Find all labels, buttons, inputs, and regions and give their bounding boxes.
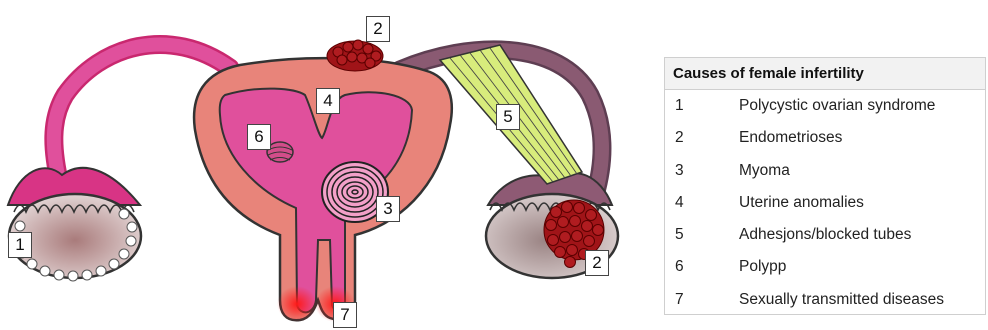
callout-2-ovary: 2: [585, 250, 609, 276]
cervical-infection: [277, 286, 317, 322]
legend-number: 1: [665, 90, 739, 122]
endometriosis-top: [327, 40, 383, 71]
uterus-diagram: [0, 0, 660, 330]
legend-number: 4: [665, 187, 739, 219]
callout-4: 4: [316, 88, 340, 114]
callout-5: 5: [496, 104, 520, 130]
legend-label: Uterine anomalies: [739, 194, 864, 211]
callout-2-top: 2: [366, 16, 390, 42]
legend-title: Causes of female infertility: [665, 58, 985, 90]
legend-label: Polypp: [739, 258, 786, 275]
legend-number: 3: [665, 155, 739, 187]
callout-6: 6: [247, 124, 271, 150]
legend-label: Adhesjons/blocked tubes: [739, 226, 911, 243]
legend-number: 5: [665, 219, 739, 251]
callout-1: 1: [8, 232, 32, 258]
legend-label: Sexually transmitted diseases: [739, 291, 944, 308]
legend-label: Polycystic ovarian syndrome: [739, 97, 935, 114]
legend-number: 6: [665, 251, 739, 283]
legend-label: Endometrioses: [739, 129, 842, 146]
legend-number: 7: [665, 284, 739, 316]
legend-number: 2: [665, 122, 739, 154]
callout-7: 7: [333, 302, 357, 328]
legend-label: Myoma: [739, 162, 790, 179]
callout-3: 3: [376, 196, 400, 222]
